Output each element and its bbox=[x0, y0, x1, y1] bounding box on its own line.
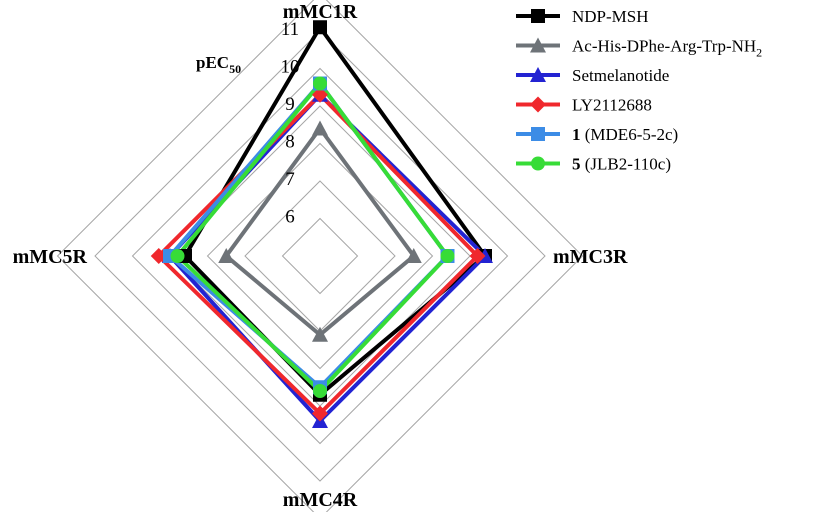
grid-ring bbox=[131, 67, 509, 445]
legend-entry-text: LY2112688 bbox=[572, 96, 652, 115]
series-point-1-2 bbox=[312, 326, 328, 342]
tick-label: 9 bbox=[285, 94, 295, 115]
series-point-3-2 bbox=[312, 405, 328, 422]
series-markers bbox=[150, 20, 493, 428]
series-point-0-0 bbox=[313, 20, 327, 35]
grid-rings bbox=[56, 0, 584, 512]
grid-ring bbox=[94, 30, 546, 482]
series-line-4 bbox=[167, 80, 451, 391]
grid-ring bbox=[206, 142, 434, 370]
unit-label-main: pEC bbox=[196, 53, 229, 72]
legend-entry-sub: 2 bbox=[756, 46, 762, 60]
series-point-5-1 bbox=[440, 249, 455, 263]
series-line-5 bbox=[174, 80, 451, 394]
legend-entry-text: Ac-His-DPhe-Arg-Trp-NH bbox=[572, 37, 756, 56]
axis-label-mmc5r: mMC5R bbox=[13, 246, 88, 268]
series-point-3-0 bbox=[312, 86, 328, 103]
legend-swatch-marker-1 bbox=[530, 37, 546, 53]
tick-label: 12 bbox=[281, 0, 300, 3]
legend-entry-3: LY2112688 bbox=[572, 96, 652, 115]
series-point-5-2 bbox=[313, 384, 327, 398]
grid-ring bbox=[169, 105, 471, 407]
series-line-2 bbox=[167, 91, 488, 424]
legend-entry-text: NDP-MSH bbox=[572, 7, 649, 26]
legend-swatch-marker-2 bbox=[530, 67, 546, 82]
series-point-5-0 bbox=[313, 76, 327, 91]
grid-ring bbox=[281, 217, 359, 295]
legend-swatch-marker-0 bbox=[531, 9, 545, 23]
tick-label: 6 bbox=[285, 207, 295, 228]
series-point-1-1 bbox=[405, 248, 422, 263]
legend-entry-text: Setmelanotide bbox=[572, 66, 669, 85]
tick-labels: 6 7 8 9 10 11 12 bbox=[281, 0, 300, 228]
legend-entry-4: 1 (MDE6-5-2c) bbox=[572, 125, 678, 144]
unit-label: pEC50 bbox=[196, 53, 241, 76]
legend-entry-0: NDP-MSH bbox=[572, 7, 649, 26]
legend-swatch-marker-3 bbox=[530, 96, 546, 113]
legend-entry-text: (JLB2-110c) bbox=[581, 155, 672, 174]
legend-entry-5: 5 (JLB2-110c) bbox=[572, 155, 671, 174]
legend-swatch-marker-5 bbox=[531, 156, 545, 171]
axis-label-mmc1r: mMC1R bbox=[283, 1, 358, 23]
legend-entry-bold: 1 bbox=[572, 125, 581, 144]
series-point-1-0 bbox=[312, 120, 328, 136]
legend-entry-text: (MDE6-5-2c) bbox=[581, 125, 679, 144]
legend-entry-bold: 5 bbox=[572, 155, 581, 174]
series-point-1-3 bbox=[218, 248, 235, 263]
series-line-3 bbox=[155, 91, 481, 417]
legend-entry-2: Setmelanotide bbox=[572, 66, 669, 85]
series-point-5-3 bbox=[170, 249, 185, 263]
axis-label-mmc3r: mMC3R bbox=[553, 246, 628, 268]
tick-label: 11 bbox=[281, 19, 299, 40]
legend-swatch-marker-4 bbox=[531, 127, 545, 141]
grid-ring bbox=[244, 180, 396, 332]
grid-ring bbox=[56, 0, 584, 512]
tick-label: 8 bbox=[285, 132, 295, 153]
unit-label-sub: 50 bbox=[229, 62, 241, 76]
tick-label: 7 bbox=[285, 169, 295, 190]
legend-entry-1: Ac-His-DPhe-Arg-Trp-NH2 bbox=[572, 37, 762, 60]
axis-label-mmc4r: mMC4R bbox=[283, 489, 358, 511]
tick-label: 10 bbox=[281, 57, 300, 78]
series-point-3-1 bbox=[469, 248, 486, 264]
series-point-3-3 bbox=[150, 248, 167, 264]
legend: NDP-MSH Ac-His-DPhe-Arg-Trp-NH2Setmelanot… bbox=[516, 7, 762, 174]
